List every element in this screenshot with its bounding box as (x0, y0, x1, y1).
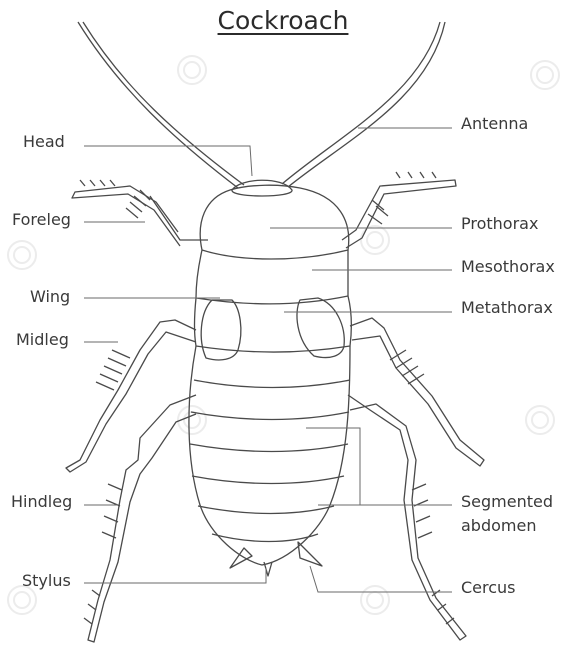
leader-segmented-a (306, 428, 360, 505)
left-antenna (78, 22, 238, 188)
label-segmented-line1: Segmented (461, 492, 553, 512)
left-hindleg (88, 395, 196, 642)
diagram-title: Cockroach (0, 6, 566, 35)
label-foreleg: Foreleg (12, 210, 71, 230)
label-antenna: Antenna (461, 114, 528, 134)
right-midleg (350, 318, 484, 466)
label-mesothorax: Mesothorax (461, 257, 555, 277)
label-prothorax: Prothorax (461, 214, 538, 234)
label-midleg: Midleg (16, 330, 69, 350)
left-foreleg (72, 186, 208, 246)
leader-lines (84, 128, 452, 592)
prothorax-shape (200, 185, 349, 259)
label-metathorax: Metathorax (461, 298, 553, 318)
label-wing: Wing (30, 287, 70, 307)
right-wing-pad (297, 298, 344, 358)
right-foreleg (342, 180, 456, 248)
right-antenna (282, 22, 440, 184)
label-stylus: Stylus (22, 571, 71, 591)
right-cercus (298, 542, 322, 566)
label-hindleg: Hindleg (11, 492, 72, 512)
mesothorax-shape (196, 250, 348, 304)
label-segmented-line2: abdomen (461, 516, 536, 536)
label-head: Head (23, 132, 65, 152)
cockroach-body (66, 22, 484, 642)
right-hindleg (348, 395, 466, 640)
label-cercus: Cercus (461, 578, 516, 598)
left-midleg (66, 320, 196, 472)
abdomen-shape (189, 346, 350, 565)
